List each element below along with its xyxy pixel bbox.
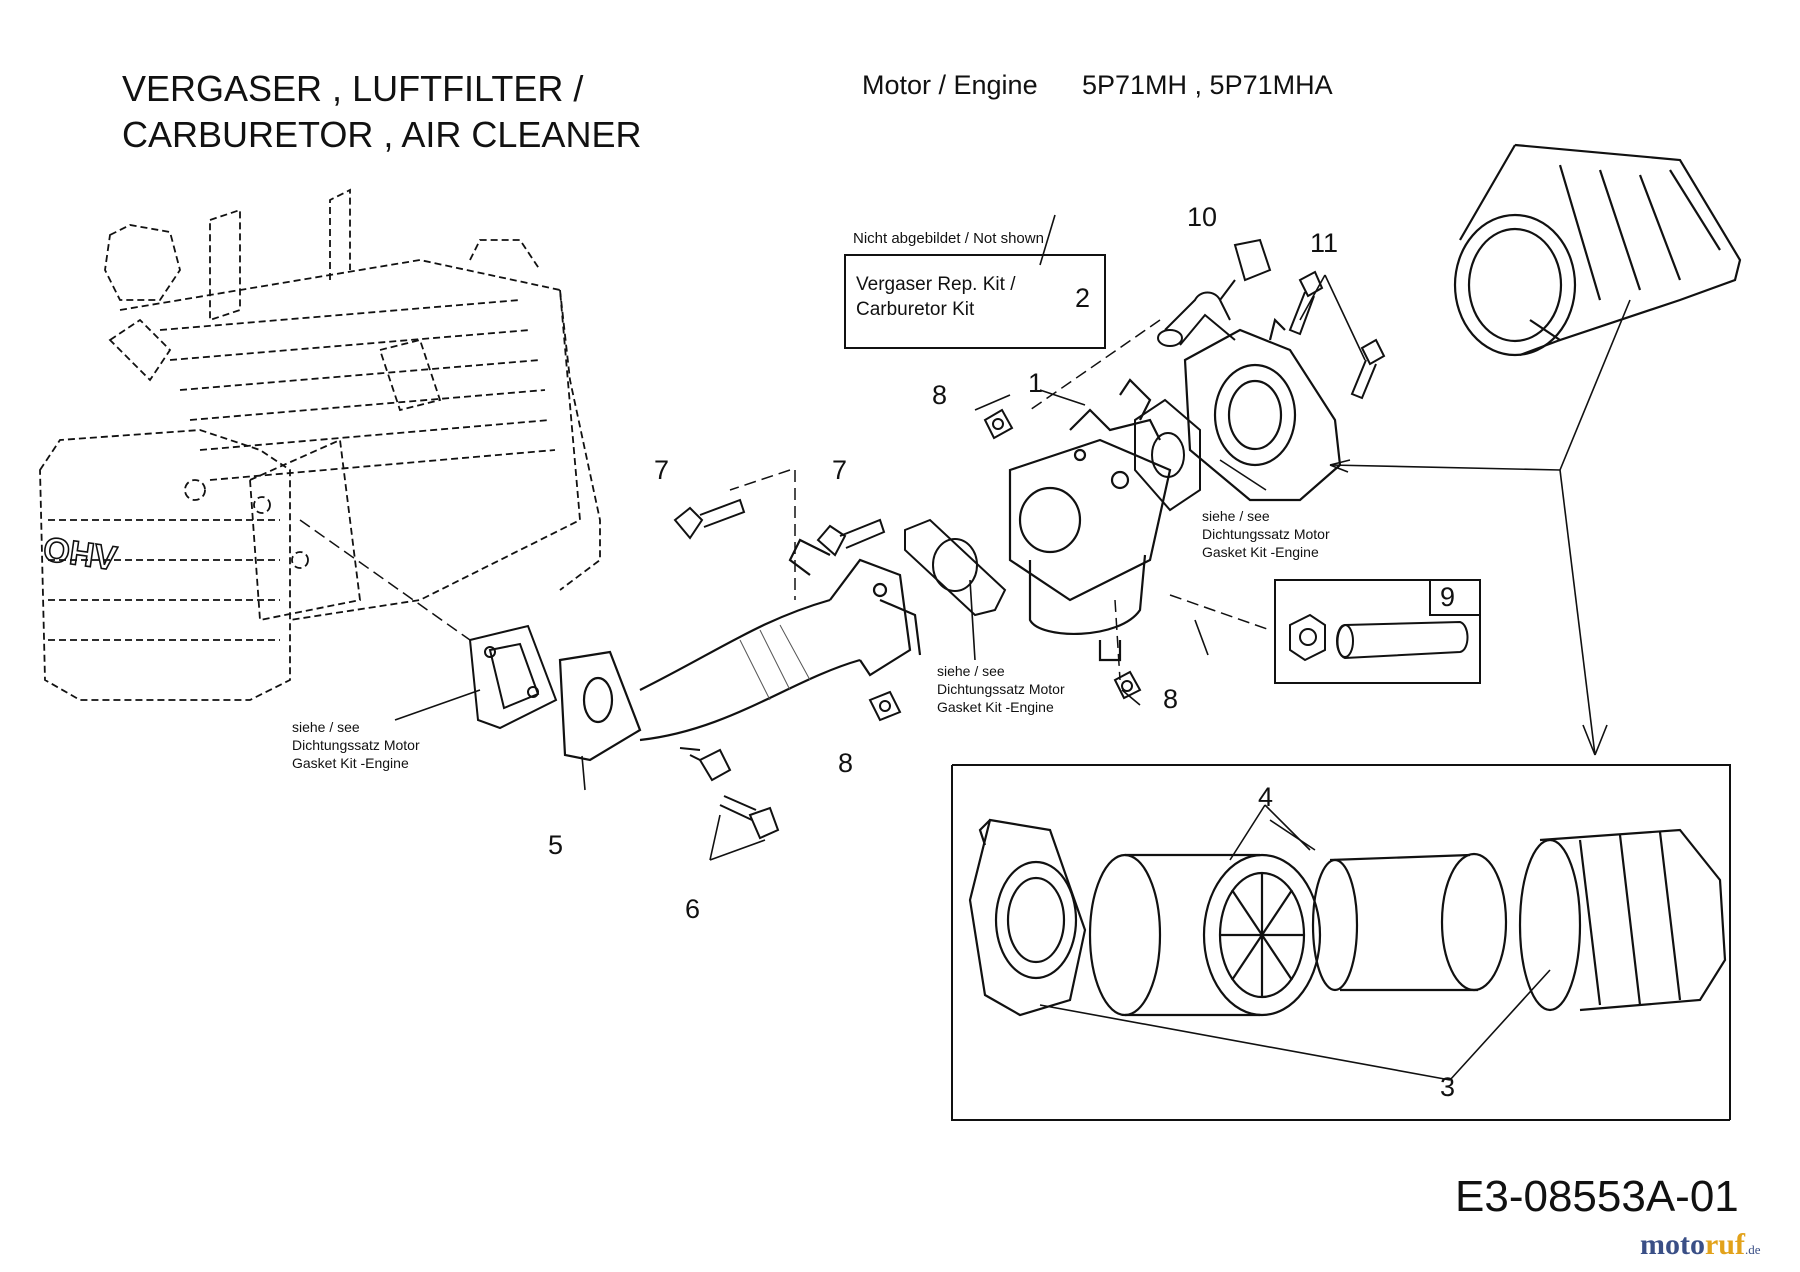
gasket-note-center: siehe / see Dichtungssatz Motor Gasket K… — [937, 662, 1065, 716]
airfilter-gasket — [1134, 398, 1201, 512]
gasket-note-right: siehe / see Dichtungssatz Motor Gasket K… — [1202, 507, 1330, 561]
logo-main: moto — [1640, 1228, 1705, 1261]
bolt-6-upper — [679, 747, 732, 782]
bolt-11-b — [1350, 338, 1386, 400]
nut-8-bottom — [1113, 670, 1142, 700]
airfilter-base — [1183, 317, 1342, 502]
brand-logo: motoruf.de — [1640, 1228, 1761, 1262]
pointer-lines — [394, 215, 1631, 1081]
gasket-note-center-line2: Dichtungssatz Motor — [937, 681, 1065, 697]
gasket-note-right-line2: Dichtungssatz Motor — [1202, 526, 1330, 542]
title-line-2: CARBURETOR , AIR CLEANER — [122, 114, 642, 155]
callout-6: 6 — [685, 894, 701, 924]
exploded-base-plate — [968, 818, 1087, 1017]
gasket-note-left-line2: Dichtungssatz Motor — [292, 737, 420, 753]
not-shown-heading: Nicht abgebildet / Not shown — [853, 230, 1044, 247]
carburetor — [1008, 378, 1172, 662]
carburetor-gasket — [904, 518, 1007, 617]
gasket-note-center-line1: siehe / see — [937, 663, 1005, 679]
callout-8-top: 8 — [932, 380, 948, 410]
part-9-box — [1274, 579, 1481, 684]
callout-8-bottom: 8 — [1163, 684, 1179, 714]
gasket-note-left-line3: Gasket Kit -Engine — [292, 755, 409, 771]
callout-7-right: 7 — [832, 455, 848, 485]
callout-1: 1 — [1028, 368, 1044, 398]
drawing-code: E3-08553A-01 — [1455, 1172, 1739, 1221]
callout-2: 2 — [1075, 283, 1091, 313]
gasket-note-left: siehe / see Dichtungssatz Motor Gasket K… — [292, 718, 420, 772]
callout-4: 4 — [1258, 782, 1274, 812]
engine-block — [39, 188, 601, 701]
not-shown-box — [844, 254, 1106, 349]
engine-label: Motor / Engine — [862, 70, 1038, 100]
exploded-air-cleaner-box — [951, 764, 1731, 1121]
gasket-note-center-line3: Gasket Kit -Engine — [937, 699, 1054, 715]
flange-gasket — [468, 624, 558, 730]
kit-line-1: Vergaser Rep. Kit / — [856, 274, 1016, 295]
intake-pipe — [558, 538, 922, 762]
callout-9: 9 — [1440, 582, 1456, 612]
engine-ohv-marking: OHV — [41, 530, 120, 578]
breather-elbow-10 — [1157, 238, 1272, 347]
intake-pipe-shading — [739, 624, 811, 701]
bolt-7-right — [816, 518, 886, 557]
bolt-7-left — [673, 498, 746, 540]
callout-11: 11 — [1310, 228, 1339, 258]
carburetor-kit-label: Vergaser Rep. Kit / Carburetor Kit — [856, 272, 1015, 322]
gasket-note-right-line3: Gasket Kit -Engine — [1202, 544, 1319, 560]
bolt-11-a — [1288, 270, 1324, 336]
bolt-6-lower — [719, 795, 780, 840]
callout-3: 3 — [1440, 1072, 1456, 1102]
diagram-title: VERGASER , LUFTFILTER / CARBURETOR , AIR… — [122, 66, 641, 158]
exploded-paper-element — [1088, 853, 1322, 1017]
logo-accent: ruf — [1704, 1228, 1745, 1261]
callout-5: 5 — [548, 830, 564, 860]
air-cleaner-assembled — [1453, 143, 1742, 357]
engine-models: 5P71MH , 5P71MHA — [1082, 70, 1333, 100]
logo-tld: .de — [1744, 1242, 1761, 1257]
callout-7-left: 7 — [654, 455, 670, 485]
exploded-cover — [1518, 828, 1727, 1012]
callout-8-left: 8 — [838, 748, 854, 778]
nut-8-left — [868, 690, 902, 722]
kit-line-2: Carburetor Kit — [856, 299, 975, 320]
title-line-1: VERGASER , LUFTFILTER / — [122, 68, 584, 109]
gasket-note-right-line1: siehe / see — [1202, 508, 1270, 524]
assembly-axes — [299, 319, 1271, 681]
callout-10: 10 — [1187, 202, 1218, 232]
gasket-note-left-line1: siehe / see — [292, 719, 360, 735]
exploded-foam-precleaner — [1311, 852, 1508, 992]
nut-8-top — [983, 408, 1014, 440]
